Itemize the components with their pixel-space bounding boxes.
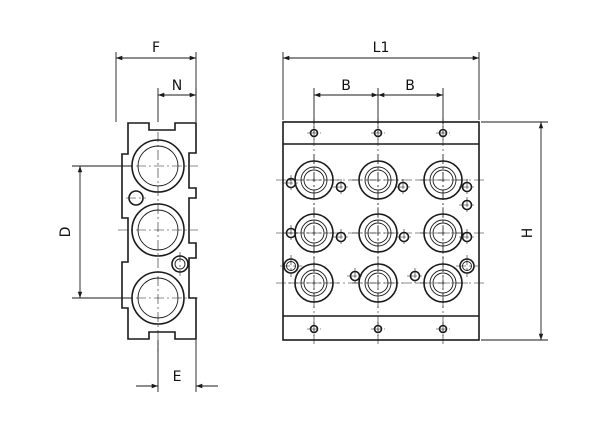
dimension-F: F	[115, 40, 197, 122]
dimension-N: N	[157, 78, 197, 122]
front-view-outline	[282, 121, 480, 341]
dimension-label-L1: L1	[373, 40, 390, 56]
dimension-label-F: F	[152, 40, 160, 56]
front-view	[276, 118, 486, 345]
dimension-label-E: E	[173, 369, 182, 385]
side-view	[118, 122, 198, 352]
dimension-B: B B	[313, 78, 444, 124]
dimension-label-H: H	[520, 228, 536, 239]
dimension-label-D: D	[58, 227, 74, 238]
dimension-H: H	[481, 121, 548, 341]
dimension-label-N: N	[172, 78, 182, 94]
dimension-label-B-right: B	[405, 78, 415, 94]
dimension-L1: L1	[282, 40, 480, 120]
side-view-outline	[121, 122, 197, 340]
dimension-label-B-left: B	[341, 78, 351, 94]
dimension-E: E	[136, 340, 218, 392]
dimension-D: D	[58, 165, 132, 299]
